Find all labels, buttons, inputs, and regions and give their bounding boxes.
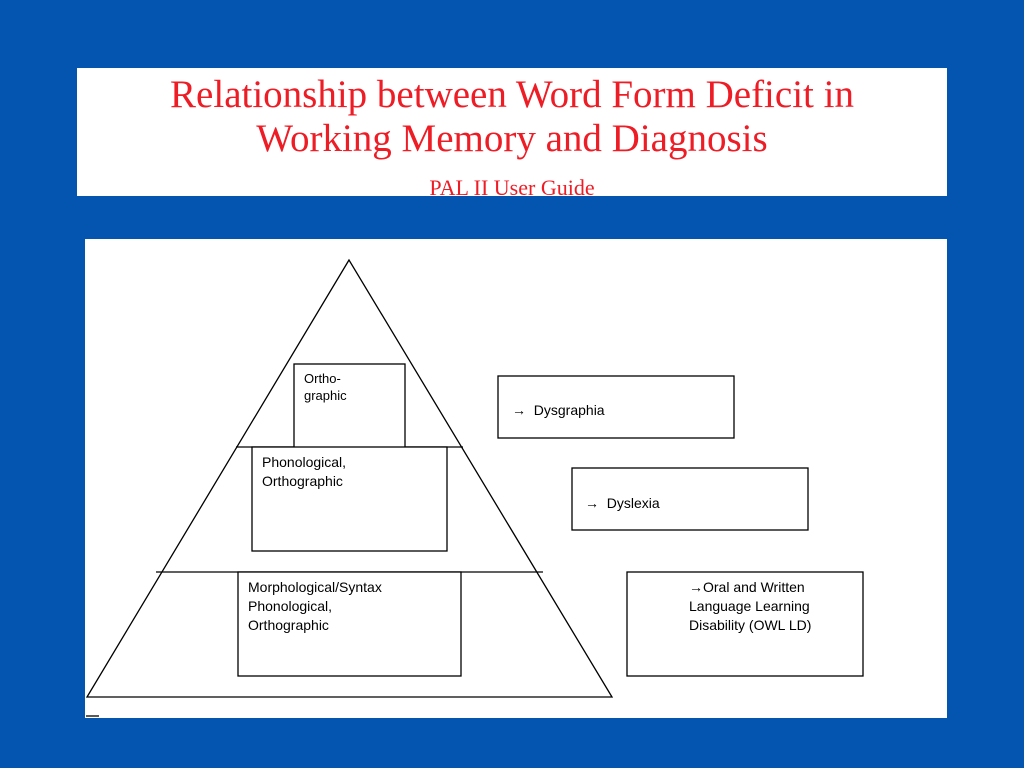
dysgraphia-box xyxy=(497,375,735,439)
morphological-label: Morphological/Syntax Phonological, Ortho… xyxy=(248,579,382,633)
title-panel: Relationship between Word Form Deficit i… xyxy=(77,68,947,196)
pyramid-triangle xyxy=(85,258,614,698)
dyslexia-entry: → Dyslexia xyxy=(585,475,660,513)
orthographic-box xyxy=(293,363,406,449)
phonological-box xyxy=(251,446,448,552)
owl-ld-entry: →Oral and Written Language Learning Disa… xyxy=(689,578,811,635)
slide-title: Relationship between Word Form Deficit i… xyxy=(77,73,947,161)
arrow-right-icon: → xyxy=(512,402,526,418)
dysgraphia-entry: → Dysgraphia xyxy=(512,382,605,420)
owl-ld-label: Oral and Written Language Learning Disab… xyxy=(689,579,812,633)
arrow-right-icon: → xyxy=(689,579,703,595)
orthographic-label: Ortho- graphic xyxy=(304,371,347,403)
dyslexia-label: Dyslexia xyxy=(606,495,660,511)
owl-ld-box xyxy=(626,571,864,677)
dyslexia-box xyxy=(571,467,809,531)
morphological-box xyxy=(237,571,462,677)
dysgraphia-label: Dysgraphia xyxy=(533,402,605,418)
arrow-right-icon: → xyxy=(585,495,599,511)
title-line-2: Working Memory and Diagnosis xyxy=(256,117,768,160)
phonological-label: Phonological, Orthographic xyxy=(262,454,347,489)
slide-subtitle: PAL II User Guide xyxy=(429,175,595,200)
title-line-1: Relationship between Word Form Deficit i… xyxy=(170,73,854,116)
